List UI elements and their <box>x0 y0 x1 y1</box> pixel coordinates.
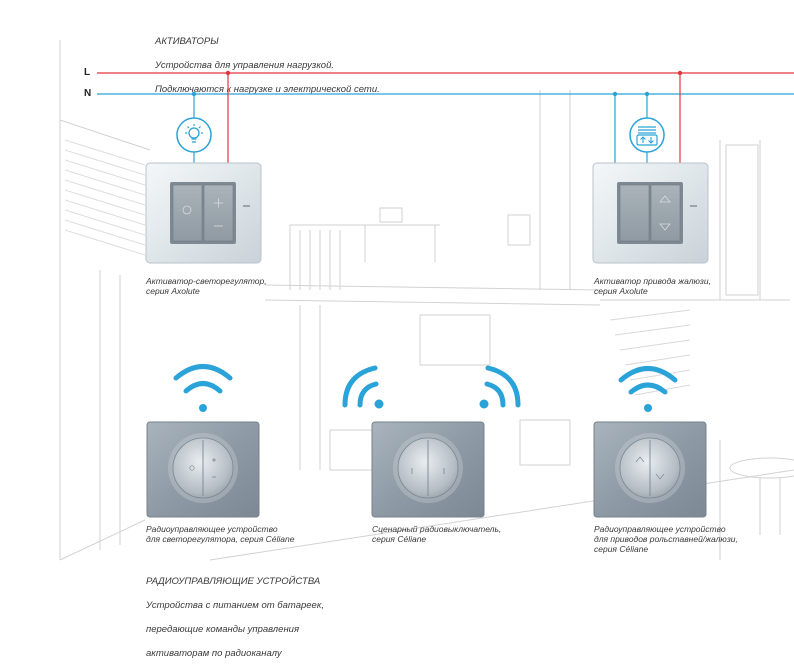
radio-dimmer-device <box>146 421 260 518</box>
dimmer-actuator-caption: Активатор-светорегулятор, серия Axolute <box>146 276 267 296</box>
dimmer-actuator <box>145 162 262 264</box>
interior-sketch-background <box>59 40 794 561</box>
radio-section-title: РАДИОУПРАВЛЯЮЩИЕ УСТРОЙСТВА <box>146 576 321 587</box>
actuators-title: АКТИВАТОРЫ <box>155 36 219 47</box>
shutter-icon <box>629 117 665 153</box>
radio-section-line2: передающие команды управления <box>146 624 300 635</box>
shutter-actuator <box>592 162 709 264</box>
wifi-icon <box>173 364 233 412</box>
wifi-icon <box>618 366 678 412</box>
wifi-icon <box>342 365 384 409</box>
radio-shutter-caption: Радиоуправляющее устройство для приводов… <box>594 524 738 554</box>
wiring-diagram <box>97 70 794 163</box>
radio-section-line1: Устройства с питанием от батареек, <box>146 600 324 611</box>
axolute-actuators <box>145 162 709 518</box>
shutter-actuator-caption: Активатор привода жалюзи, серия Axolute <box>594 276 711 296</box>
actuators-desc-line2: Подключаются к нагрузке и электрической … <box>155 84 380 95</box>
radio-dimmer-caption: Радиоуправляющее устройство для светорег… <box>146 524 295 544</box>
wifi-icon <box>479 365 521 409</box>
radio-shutter-device <box>593 421 707 518</box>
radio-section-heading: РАДИОУПРАВЛЯЮЩИЕ УСТРОЙСТВА Устройства с… <box>146 564 324 672</box>
radio-section-line3: активаторам по радиоканалу <box>146 648 282 659</box>
l-wire-label: L <box>84 67 91 78</box>
light-bulb-icon <box>176 117 212 153</box>
n-wire-label: N <box>84 88 92 99</box>
actuators-desc-line1: Устройства для управления нагрузкой. <box>155 60 335 71</box>
scene-switch-device <box>371 421 485 518</box>
scene-switch-caption: Сценарный радиовыключатель, серия Célian… <box>372 524 502 544</box>
actuators-heading: АКТИВАТОРЫ Устройства для управления наг… <box>155 24 380 108</box>
